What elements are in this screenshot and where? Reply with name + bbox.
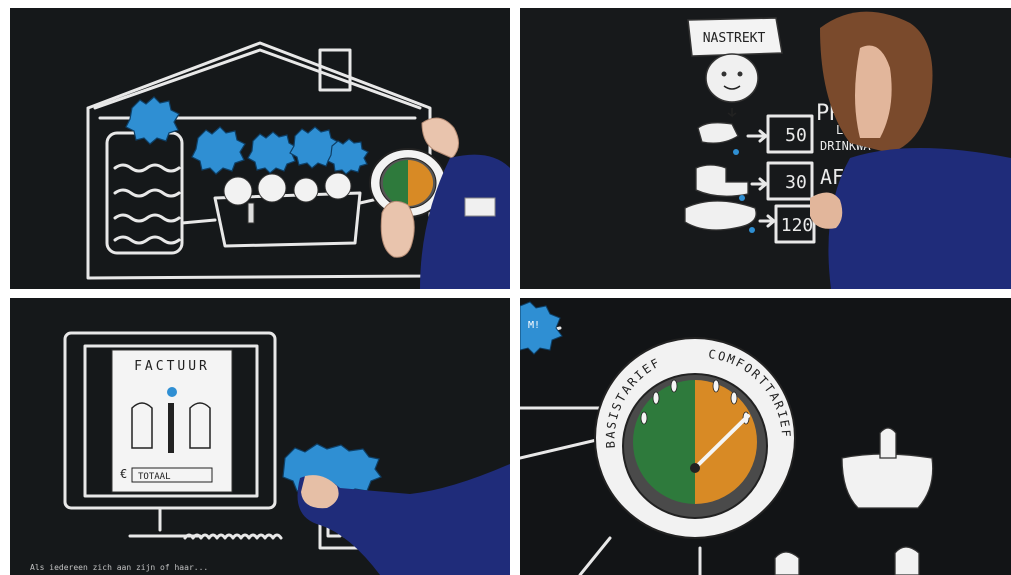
invoice-drawing: FACTUUR € TOTAAL Als iedereen zich aan z…: [10, 298, 510, 575]
caption-text: Als iedereen zich aan zijn of haar...: [30, 563, 208, 572]
meter-value-2: 30: [785, 172, 807, 193]
meters-drawing: NASTREKT 50 30 120 PROD LEVERIN DRINKWA …: [520, 8, 1011, 289]
meter-value-3: 120: [781, 215, 814, 236]
panel-invoice: FACTUUR € TOTAAL Als iedereen zich aan z…: [10, 298, 510, 575]
currency-symbol: €: [120, 467, 127, 481]
meter-value-1: 50: [785, 125, 807, 146]
amount-label: TOTAAL: [138, 472, 171, 482]
bubble-text: M!: [528, 320, 540, 331]
panel-meters: NASTREKT 50 30 120 PROD LEVERIN DRINKWA …: [520, 8, 1011, 289]
house-drawing: [10, 8, 510, 289]
header-label: NASTREKT: [703, 31, 766, 46]
invoice-title: FACTUUR: [134, 359, 210, 374]
panel-gauge-closeup: M! BASISTARIEF COMFORTTARIEF: [520, 298, 1011, 575]
gauge-closeup-drawing: M! BASISTARIEF COMFORTTARIEF: [520, 298, 1011, 575]
panel-house-illustration: [10, 8, 510, 289]
